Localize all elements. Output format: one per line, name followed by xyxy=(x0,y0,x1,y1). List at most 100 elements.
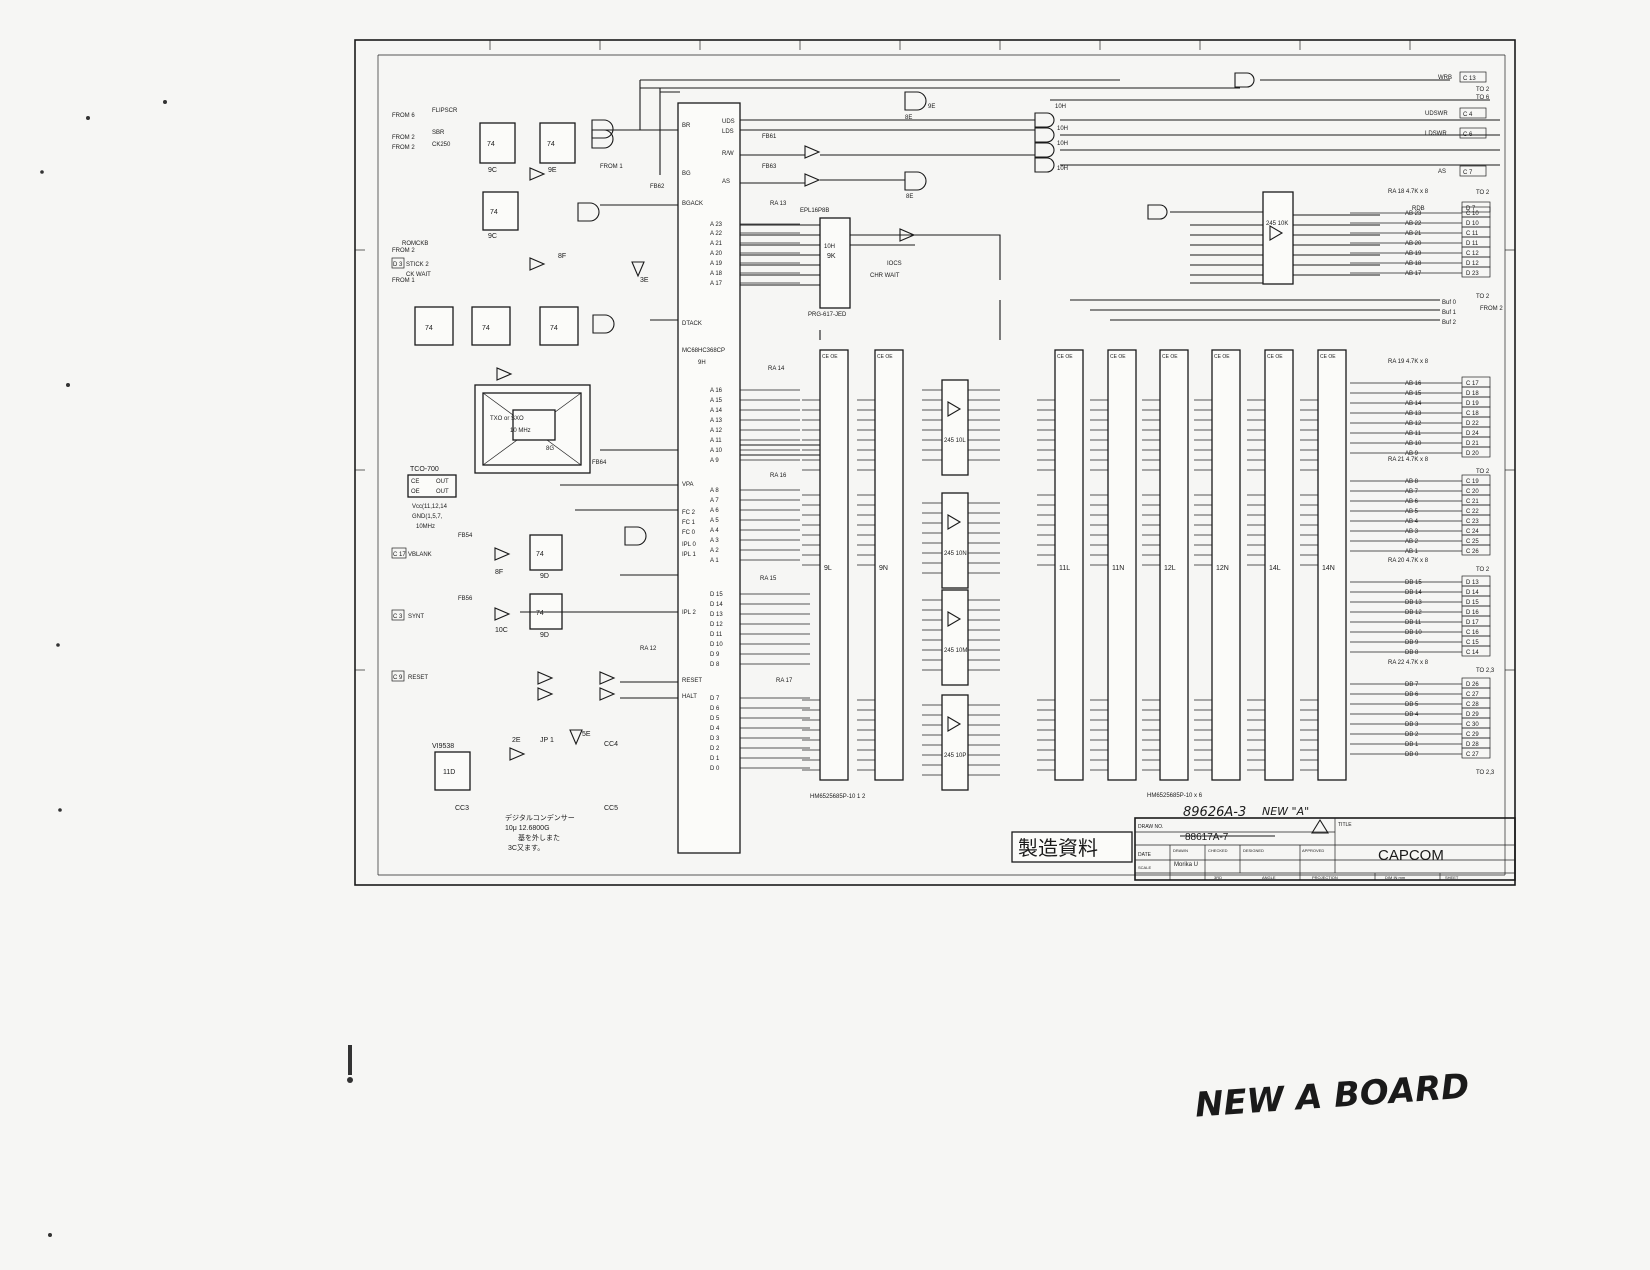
svg-text:74: 74 xyxy=(536,551,544,558)
svg-text:D 29: D 29 xyxy=(1466,712,1479,718)
svg-text:AS: AS xyxy=(1438,169,1446,175)
svg-text:OUT: OUT xyxy=(436,479,449,485)
pal-ref-label: 10H xyxy=(824,244,835,250)
cpu-data-pin: D 0 xyxy=(710,766,720,772)
svg-text:C 17: C 17 xyxy=(1466,381,1479,387)
svg-text:TO 2,3: TO 2,3 xyxy=(1476,668,1495,674)
svg-text:8F: 8F xyxy=(495,569,503,576)
cpu-data-pin: D 14 xyxy=(710,602,723,608)
title-approved-label: APPROVED xyxy=(1302,848,1324,853)
svg-text:DB 12: DB 12 xyxy=(1405,610,1422,616)
cpu-data-pin: D 6 xyxy=(710,706,720,712)
cpu-address-pin: A 16 xyxy=(710,388,723,394)
svg-text:RA 20 4.7K x 8: RA 20 4.7K x 8 xyxy=(1388,558,1429,564)
svg-text:RESET: RESET xyxy=(408,675,428,681)
svg-text:CC5: CC5 xyxy=(604,805,618,812)
svg-text:DB 11: DB 11 xyxy=(1405,620,1422,626)
pal-chip: EPL16P8B 10H 9K PRG-617-JED xyxy=(800,208,851,318)
cpu-address-pin: A 21 xyxy=(710,241,723,247)
cpu-pin-ipl2: IPL 2 xyxy=(682,610,696,616)
cpu-address-pin: A 11 xyxy=(710,438,722,444)
svg-text:FB56: FB56 xyxy=(458,596,473,602)
title-projection-label: PROJECTION xyxy=(1312,875,1338,880)
svg-text:Buf 0: Buf 0 xyxy=(1442,300,1457,306)
svg-text:ROMCKB: ROMCKB xyxy=(402,241,428,247)
svg-text:RDB: RDB xyxy=(1412,206,1425,212)
svg-text:11L: 11L xyxy=(1059,565,1070,572)
cpu-address-pin: A 13 xyxy=(710,418,723,424)
cpu-pin-halt: HALT xyxy=(682,694,697,700)
svg-text:14L: 14L xyxy=(1269,565,1281,572)
svg-text:C 10: C 10 xyxy=(1466,211,1479,217)
svg-text:9D: 9D xyxy=(540,632,549,639)
svg-text:DB 6: DB 6 xyxy=(1405,692,1419,698)
svg-text:D 21: D 21 xyxy=(1466,441,1479,447)
cpu-pin-br: BR xyxy=(682,123,691,129)
svg-text:74: 74 xyxy=(536,610,544,617)
svg-text:10H: 10H xyxy=(1057,126,1068,132)
pal-part-label: EPL16P8B xyxy=(800,208,829,214)
cpu-address-pin: A 17 xyxy=(710,281,723,287)
ram-left-label: HM6525685P-10 1 2 xyxy=(810,794,866,800)
title-designed-label: DESIGNED xyxy=(1243,848,1264,853)
svg-text:FROM 2: FROM 2 xyxy=(392,248,415,254)
svg-text:TO 2: TO 2 xyxy=(1476,469,1490,475)
cpu-data-pin: D 9 xyxy=(710,652,720,658)
svg-text:CK250: CK250 xyxy=(432,142,451,148)
svg-text:基を外しまた: 基を外しまた xyxy=(518,833,560,842)
svg-text:RA 14: RA 14 xyxy=(768,366,785,372)
xtal-type: TXO or SXO xyxy=(490,416,524,422)
svg-text:IOCS: IOCS xyxy=(887,261,902,267)
svg-text:RA 15: RA 15 xyxy=(760,576,777,582)
svg-text:AB 18: AB 18 xyxy=(1405,261,1422,267)
svg-text:D 23: D 23 xyxy=(1466,271,1479,277)
svg-text:TO 2: TO 2 xyxy=(1476,567,1490,573)
svg-text:TO 2: TO 2 xyxy=(1476,190,1490,196)
title-revision-note: NEW "A" xyxy=(1262,805,1309,818)
svg-text:D 11: D 11 xyxy=(1466,241,1479,247)
svg-text:FROM 2: FROM 2 xyxy=(392,145,415,151)
svg-text:245 10P: 245 10P xyxy=(944,753,966,759)
svg-text:C 28: C 28 xyxy=(1466,702,1479,708)
svg-text:CHR WAIT: CHR WAIT xyxy=(870,273,900,279)
svg-text:FROM 6: FROM 6 xyxy=(392,113,415,119)
svg-text:CC3: CC3 xyxy=(455,805,469,812)
svg-text:CE OE: CE OE xyxy=(1110,354,1126,360)
svg-text:AB 4: AB 4 xyxy=(1405,519,1419,525)
tco-oscillator: TCO-700 CE OUT OE OUT Vcc(11,12,14 GND(1… xyxy=(407,466,457,530)
svg-text:DB 1: DB 1 xyxy=(1405,742,1419,748)
svg-text:D 22: D 22 xyxy=(1466,421,1479,427)
svg-text:AB 6: AB 6 xyxy=(1405,499,1419,505)
svg-text:CE OE: CE OE xyxy=(822,354,838,360)
svg-text:C 6: C 6 xyxy=(1463,132,1473,138)
svg-text:デジタルコンデンサー: デジタルコンデンサー xyxy=(505,813,575,822)
svg-text:9E: 9E xyxy=(548,167,557,174)
reset-ic: VI9538 11D xyxy=(432,743,471,791)
svg-text:AB 8: AB 8 xyxy=(1405,479,1419,485)
svg-text:10H: 10H xyxy=(1057,141,1068,147)
svg-text:74: 74 xyxy=(425,325,433,332)
svg-text:5E: 5E xyxy=(582,731,591,738)
svg-text:AB 11: AB 11 xyxy=(1405,431,1422,437)
svg-text:C 7: C 7 xyxy=(1463,170,1473,176)
svg-text:D 10: D 10 xyxy=(1466,221,1479,227)
cpu-pin-dtack: DTACK xyxy=(682,321,702,327)
cpu-address-pin: A 5 xyxy=(710,518,719,524)
svg-text:DB 14: DB 14 xyxy=(1405,590,1422,596)
svg-text:CE OE: CE OE xyxy=(1320,354,1336,360)
cpu-data-pin: D 11 xyxy=(710,632,723,638)
cpu-data-pin: D 13 xyxy=(710,612,723,618)
top-right-ports: WRB C 13 TO 2 TO 6 UDSWR C 4 LDSWR C 6 A… xyxy=(1412,71,1503,326)
svg-text:AB 3: AB 3 xyxy=(1405,529,1419,535)
svg-text:3E: 3E xyxy=(640,277,649,284)
top-logic: 10H 10H 10H 10H 8E 8E 9E IOCS CHR WAIT xyxy=(804,72,1255,279)
svg-text:FB61: FB61 xyxy=(762,134,777,140)
svg-text:CE: CE xyxy=(411,479,419,485)
cpu-address-pin: A 7 xyxy=(710,498,719,504)
svg-text:FB64: FB64 xyxy=(592,460,607,466)
